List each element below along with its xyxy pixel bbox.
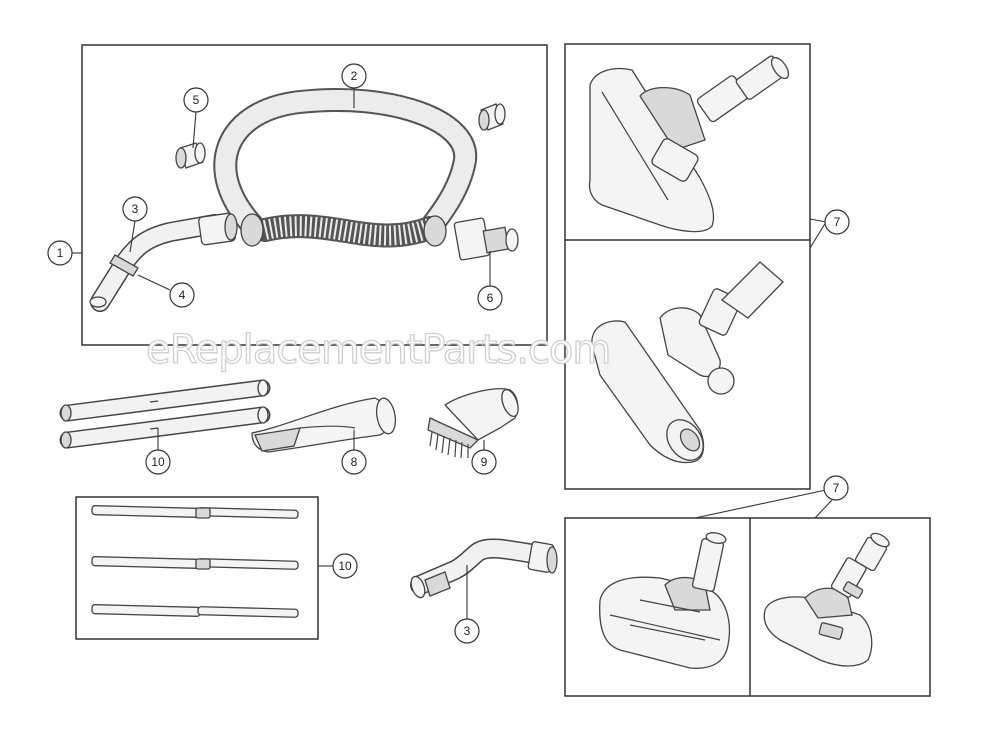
callout-7-bottom-label: 7 bbox=[833, 481, 840, 495]
callout-6-label: 6 bbox=[487, 291, 494, 305]
floor-nozzle-box-bottom bbox=[564, 517, 931, 697]
callout-3-handle: 3 bbox=[454, 565, 480, 644]
floor-nozzle-box-top bbox=[564, 43, 811, 490]
floor-nozzle-a-part bbox=[588, 55, 790, 233]
callout-1-label: 1 bbox=[57, 246, 64, 260]
callout-6: 6 bbox=[477, 251, 503, 311]
callout-4-label: 4 bbox=[179, 288, 186, 302]
callout-10-wand: 10 bbox=[145, 428, 171, 475]
callout-8: 8 bbox=[341, 430, 367, 475]
callout-9: 9 bbox=[471, 440, 497, 475]
callout-3-label: 3 bbox=[132, 202, 139, 216]
callout-8-label: 8 bbox=[351, 455, 358, 469]
floor-nozzle-b-part bbox=[591, 261, 784, 464]
hose-connector-part bbox=[453, 217, 519, 261]
callout-10-telescopic: 10 bbox=[318, 553, 358, 579]
dusting-brush-part bbox=[427, 388, 519, 459]
callout-7-top: 7 bbox=[809, 209, 850, 249]
callout-3: 3 bbox=[122, 196, 148, 253]
extension-wands-part bbox=[59, 379, 271, 449]
callout-7-top-label: 7 bbox=[834, 215, 841, 229]
callout-10-telescopic-label: 10 bbox=[338, 559, 352, 573]
hose-part bbox=[213, 87, 478, 248]
hard-floor-nozzle-part bbox=[763, 532, 890, 667]
callout-2: 2 bbox=[341, 63, 367, 108]
hose-handle-part bbox=[89, 212, 238, 312]
callout-5-label: 5 bbox=[193, 93, 200, 107]
callout-9-label: 9 bbox=[481, 455, 488, 469]
hose-kit-box bbox=[81, 44, 548, 346]
cuff-ring-part bbox=[175, 142, 206, 169]
extra-ring-part bbox=[478, 103, 506, 131]
bent-handle-part bbox=[410, 538, 558, 599]
watermark-text: eReplacementParts.com bbox=[146, 327, 610, 373]
callout-3-handle-label: 3 bbox=[464, 624, 471, 638]
callout-4: 4 bbox=[137, 274, 195, 308]
telescopic-wands-part bbox=[91, 505, 299, 618]
telescopic-wand-box bbox=[75, 496, 319, 640]
callout-2-label: 2 bbox=[351, 69, 358, 83]
callout-5: 5 bbox=[183, 87, 209, 149]
turbo-nozzle-part bbox=[599, 532, 731, 669]
callout-1: 1 bbox=[47, 240, 82, 266]
crevice-tool-part bbox=[251, 397, 397, 453]
callout-7-bottom: 7 bbox=[694, 475, 849, 519]
callout-10-wand-label: 10 bbox=[151, 455, 165, 469]
